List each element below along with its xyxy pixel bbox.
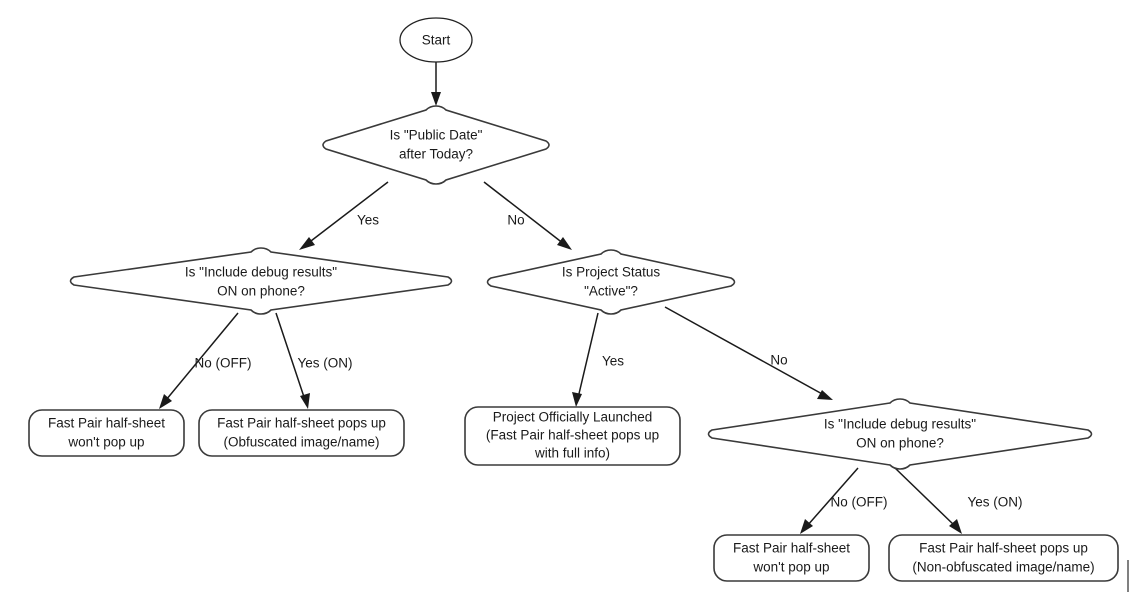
- node-decision-project-status[interactable]: Is Project Status "Active"?: [486, 249, 736, 315]
- node-outcome-launched-line2: (Fast Pair half-sheet pops up: [486, 428, 659, 443]
- edge-start-to-public-date: [431, 61, 441, 106]
- node-decision-debug-right[interactable]: Is "Include debug results" ON on phone?: [707, 398, 1093, 470]
- edge-label-public-date-no: No: [507, 213, 524, 228]
- edge-label-public-date-yes: Yes: [357, 213, 379, 228]
- edge-label-debug-right-yes: Yes (ON): [967, 495, 1022, 510]
- node-decision-debug-left-line1: Is "Include debug results": [185, 265, 337, 280]
- edge-label-project-status-yes: Yes: [602, 354, 624, 369]
- edge-label-debug-left-yes: Yes (ON): [297, 356, 352, 371]
- node-outcome-launched[interactable]: Project Officially Launched (Fast Pair h…: [464, 406, 681, 466]
- node-decision-project-status-line2: "Active"?: [584, 284, 638, 299]
- node-outcome-left-off[interactable]: Fast Pair half-sheet won't pop up: [28, 409, 185, 457]
- node-outcome-right-off[interactable]: Fast Pair half-sheet won't pop up: [713, 534, 870, 582]
- node-decision-debug-left-line2: ON on phone?: [217, 284, 305, 299]
- node-outcome-right-off-line2: won't pop up: [752, 560, 829, 575]
- edge-debug-right-no: No (OFF): [800, 467, 888, 534]
- node-outcome-left-off-line2: won't pop up: [67, 435, 144, 450]
- edge-label-debug-left-no: No (OFF): [195, 356, 252, 371]
- node-decision-debug-right-line2: ON on phone?: [856, 436, 944, 451]
- node-decision-public-date[interactable]: Is "Public Date" after Today?: [322, 105, 550, 185]
- node-decision-public-date-line2: after Today?: [399, 147, 473, 162]
- edge-debug-left-no: No (OFF): [159, 312, 252, 409]
- edge-debug-right-yes: Yes (ON): [894, 467, 1023, 534]
- node-decision-debug-left[interactable]: Is "Include debug results" ON on phone?: [69, 247, 453, 315]
- node-outcome-launched-line1: Project Officially Launched: [493, 410, 653, 425]
- node-outcome-right-off-line1: Fast Pair half-sheet: [733, 541, 850, 556]
- node-start-label: Start: [422, 33, 451, 48]
- node-outcome-left-on-line2: (Obfuscated image/name): [223, 435, 379, 450]
- edge-public-date-yes: Yes: [299, 181, 389, 250]
- node-outcome-left-on[interactable]: Fast Pair half-sheet pops up (Obfuscated…: [198, 409, 405, 457]
- node-outcome-right-on-line1: Fast Pair half-sheet pops up: [919, 541, 1088, 556]
- node-outcome-right-on[interactable]: Fast Pair half-sheet pops up (Non-obfusc…: [888, 534, 1119, 582]
- edge-public-date-no: No: [483, 181, 572, 250]
- edge-project-status-yes: Yes: [572, 312, 624, 407]
- edge-label-project-status-no: No: [770, 353, 787, 368]
- node-outcome-launched-line3: with full info): [534, 446, 610, 461]
- edge-debug-left-yes: Yes (ON): [275, 312, 353, 409]
- node-outcome-left-on-line1: Fast Pair half-sheet pops up: [217, 416, 386, 431]
- node-outcome-left-off-line1: Fast Pair half-sheet: [48, 416, 165, 431]
- node-decision-project-status-line1: Is Project Status: [562, 265, 661, 280]
- edge-project-status-no: No: [664, 306, 833, 400]
- edge-label-debug-right-no: No (OFF): [831, 495, 888, 510]
- node-decision-public-date-line1: Is "Public Date": [390, 128, 483, 143]
- node-outcome-right-on-line2: (Non-obfuscated image/name): [912, 560, 1094, 575]
- node-start[interactable]: Start: [399, 17, 473, 63]
- node-decision-debug-right-line1: Is "Include debug results": [824, 417, 976, 432]
